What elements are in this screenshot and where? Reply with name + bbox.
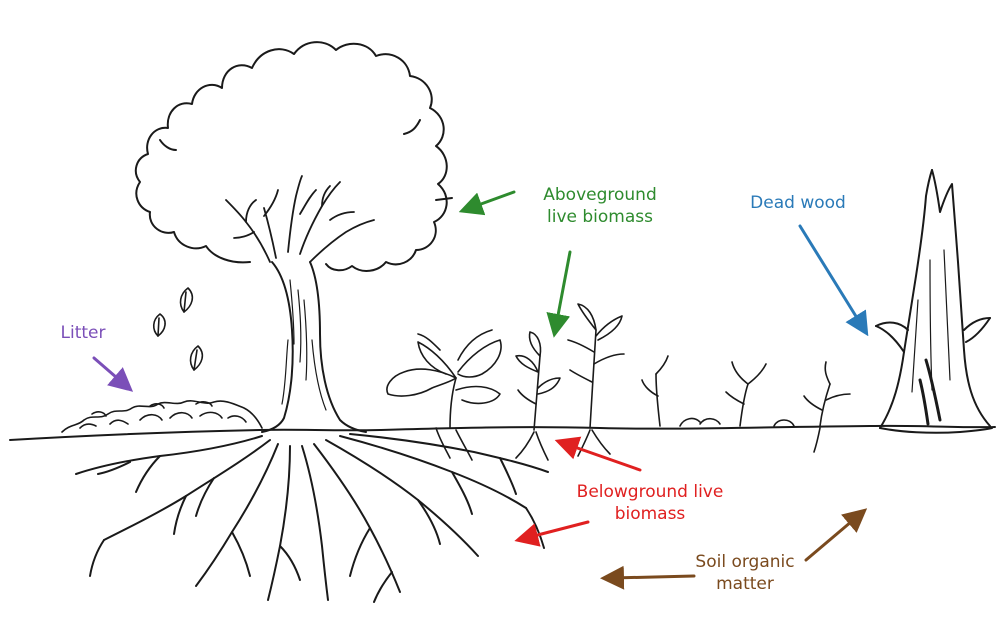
ground-line (10, 426, 995, 440)
arrow-dead-wood (800, 226, 862, 326)
label-litter: Litter (48, 322, 118, 344)
arrow-aboveground-sapling (556, 252, 570, 326)
arrow-soil-right (806, 516, 858, 560)
label-belowground-line1: Belowground live (555, 481, 745, 503)
arrow-litter (94, 358, 124, 384)
tree-roots (76, 434, 548, 602)
tree-branches (226, 176, 374, 262)
label-belowground-line2: biomass (555, 503, 745, 525)
falling-leaves (154, 288, 203, 370)
label-aboveground-line1: Aboveground (520, 184, 680, 206)
label-litter-text: Litter (48, 322, 118, 344)
label-dead-wood-text: Dead wood (738, 192, 858, 214)
label-aboveground-live-biomass: Aboveground live biomass (520, 184, 680, 228)
label-soil-organic-matter: Soil organic matter (680, 551, 810, 595)
label-aboveground-line2: live biomass (520, 206, 680, 228)
tree-canopy (136, 42, 452, 271)
litter-pile (62, 401, 262, 432)
arrow-aboveground-canopy (470, 192, 514, 208)
dead-tree-stump (876, 170, 992, 433)
understory-plants (387, 304, 850, 460)
tree-trunk (262, 262, 366, 432)
label-soil-line2: matter (680, 573, 810, 595)
label-belowground-live-biomass: Belowground live biomass (555, 481, 745, 525)
arrow-belowground-upper (566, 444, 640, 470)
label-soil-line1: Soil organic (680, 551, 810, 573)
label-dead-wood: Dead wood (738, 192, 858, 214)
